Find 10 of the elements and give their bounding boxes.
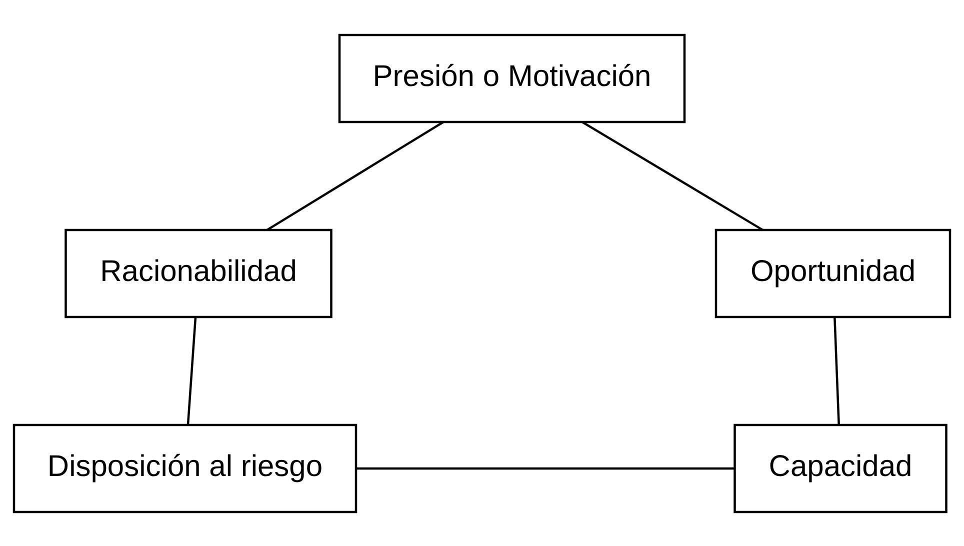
- node-box: Disposición al riesgo: [12, 423, 358, 513]
- node-box: Racionabilidad: [64, 228, 332, 318]
- node-box: Presión o Motivación: [338, 33, 686, 123]
- node-box: Oportunidad: [714, 228, 952, 318]
- connector: [186, 316, 197, 425]
- connector: [266, 120, 444, 230]
- connector: [834, 316, 840, 425]
- node-box: Capacidad: [734, 423, 948, 513]
- connector: [582, 120, 764, 230]
- connector: [356, 466, 735, 470]
